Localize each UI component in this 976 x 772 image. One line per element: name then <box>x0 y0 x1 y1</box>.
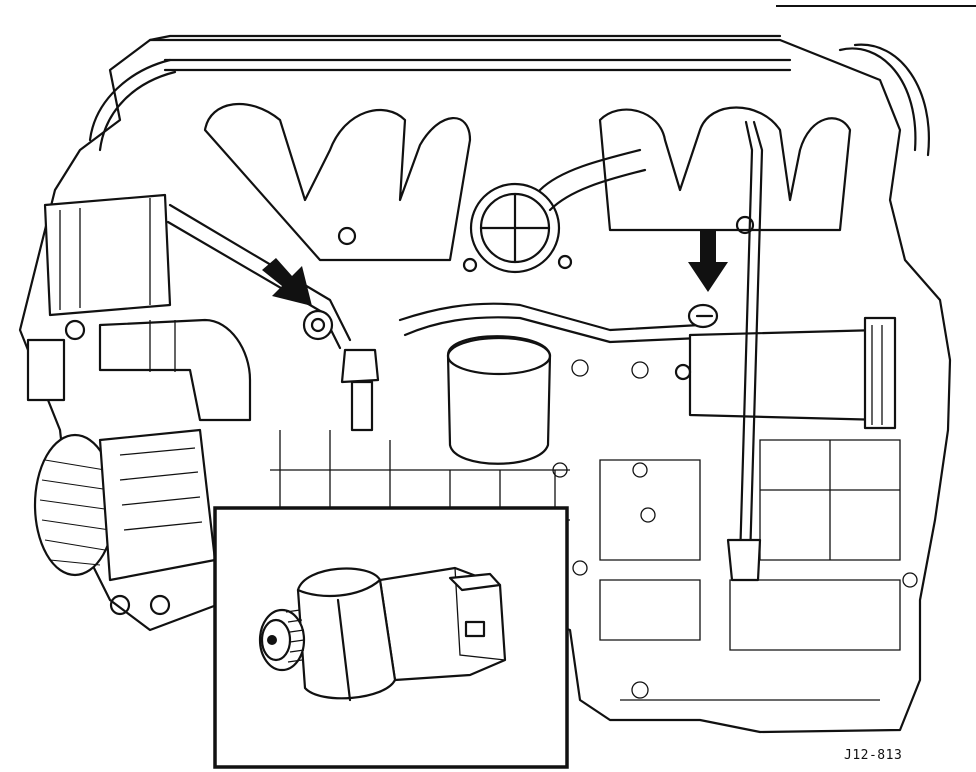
distributor <box>26 193 172 402</box>
left-sensor-pointer <box>262 258 312 306</box>
pressure-switch-detail <box>258 566 507 702</box>
right-housing <box>674 316 897 430</box>
right-sensor-pointer <box>688 230 728 292</box>
right-pressure-sensor <box>687 303 719 329</box>
dipstick-tube <box>726 120 764 582</box>
hoses <box>88 43 930 350</box>
alternator <box>33 428 217 616</box>
intake-duct <box>98 318 252 422</box>
left-pressure-sensor <box>302 309 380 432</box>
intake-manifold <box>148 34 852 274</box>
figure-id-label: J12-813 <box>844 748 903 763</box>
oil-filter <box>446 335 552 465</box>
